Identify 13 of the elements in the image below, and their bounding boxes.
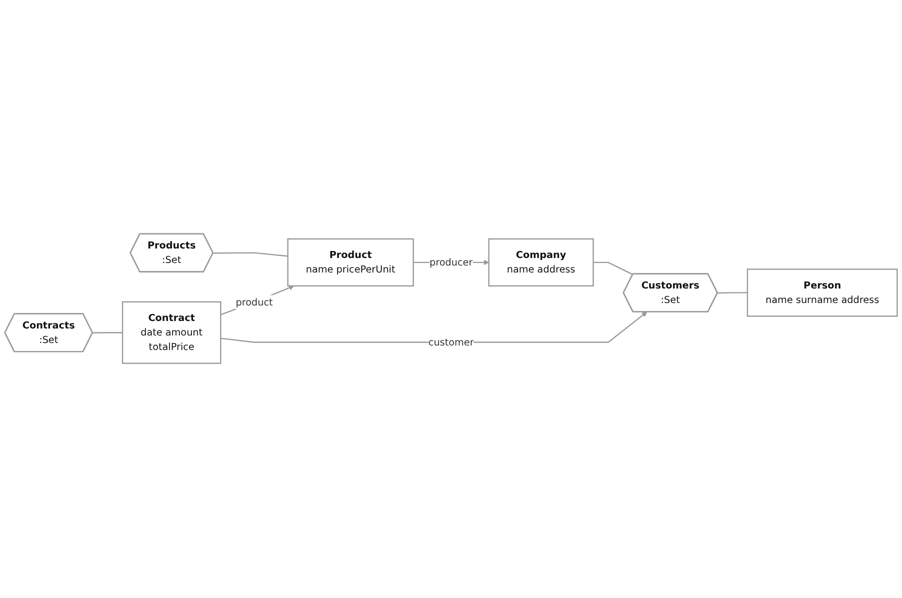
edge-label: product xyxy=(236,296,273,308)
connector xyxy=(92,332,123,334)
node-box: Company name address xyxy=(488,238,594,287)
arrow xyxy=(220,286,294,316)
node-box: Contract date amount totalPrice xyxy=(122,302,222,364)
edge-label: producer xyxy=(430,256,473,268)
connector xyxy=(718,292,748,294)
arrow xyxy=(220,312,648,344)
node-box: Person name surname address xyxy=(746,269,898,318)
edge-label: customer xyxy=(428,336,474,348)
connector xyxy=(213,252,288,258)
node-box: Product name pricePerUnit xyxy=(287,238,414,287)
connector xyxy=(593,262,634,276)
